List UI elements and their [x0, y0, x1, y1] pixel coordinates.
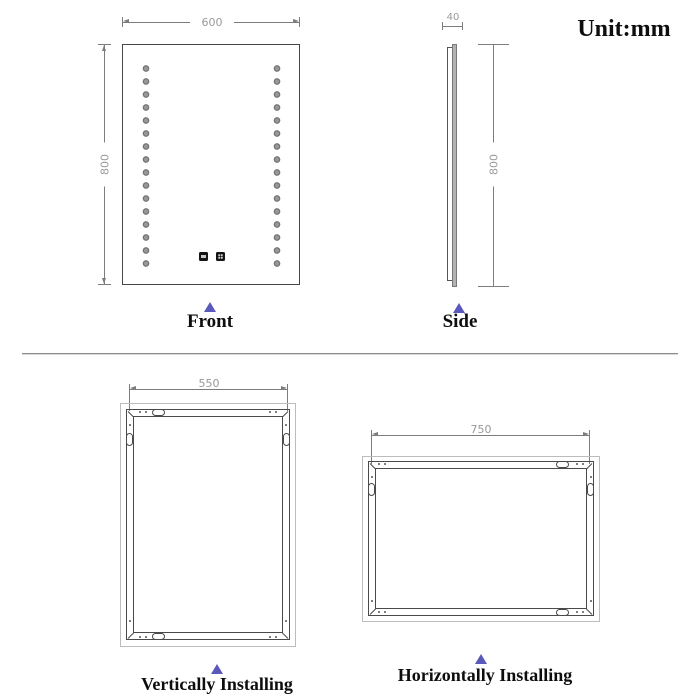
screw-hole-dot [576, 611, 578, 613]
dim-tick [122, 17, 123, 27]
mirror-side-glass-bar [452, 44, 457, 287]
screw-hole-dot [590, 476, 592, 478]
side-depth-dim-line [443, 26, 463, 27]
light-glyph-icon [218, 254, 223, 259]
horizontal-hole-spacing-dim-line [371, 435, 589, 436]
unit-label: Unit:mm [577, 16, 671, 42]
dim-tick [287, 384, 288, 411]
dim-arrow-icon [281, 386, 287, 390]
screw-hole-dot [582, 611, 584, 613]
screw-hole-dot [269, 411, 271, 413]
horizontal-hole-spacing-dim-label: 750 [459, 424, 503, 435]
front-height-dim-label: 800 [99, 142, 112, 187]
screw-hole-dot [384, 463, 386, 465]
vertical-install-label: Vertically Installing [141, 674, 293, 694]
screw-hole-dot [145, 411, 147, 413]
triangle-up-marker-icon [453, 303, 465, 313]
screw-hole-dot [145, 636, 147, 638]
dim-tick [129, 384, 130, 411]
dim-tick [299, 17, 300, 27]
screw-hole-dot [576, 463, 578, 465]
vertical-mount-frame-inner [133, 416, 283, 633]
dim-tick [98, 44, 111, 45]
mounting-slot-top [152, 409, 165, 416]
triangle-up-marker-icon [211, 664, 223, 674]
side-view-label: Side [442, 311, 478, 332]
horizontal-mount-frame-inner [375, 468, 587, 609]
horizontal-mount-frame-outer [368, 461, 594, 616]
dim-tick [589, 430, 590, 464]
defog-glyph-icon [201, 255, 206, 258]
dim-tick [98, 284, 111, 285]
triangle-up-marker-icon [204, 302, 216, 312]
mounting-keyhole-left [368, 483, 375, 496]
defog-touch-button-icon [199, 252, 208, 261]
dim-arrow-icon [583, 432, 589, 436]
led-column-left [142, 62, 150, 270]
section-divider-line [22, 353, 678, 355]
dim-tick [442, 22, 443, 30]
screw-hole-dot [371, 600, 373, 602]
dim-arrow-icon [102, 278, 106, 284]
led-column-right [273, 62, 281, 270]
screw-hole-dot [285, 424, 287, 426]
triangle-up-marker-icon [475, 654, 487, 664]
screw-hole-dot [269, 636, 271, 638]
dim-arrow-icon [372, 432, 378, 436]
mirror-front-outline [122, 44, 300, 285]
mounting-keyhole-left [126, 433, 133, 446]
vertical-mount-frame-outer [126, 409, 290, 640]
dim-arrow-icon [102, 45, 106, 51]
dim-tick [371, 430, 372, 464]
dim-tick [478, 44, 509, 45]
side-height-dim-label: 800 [488, 142, 501, 187]
mounting-keyhole-right [283, 433, 290, 446]
side-depth-dim-label: 40 [441, 12, 465, 23]
vertical-mirror-edge-outline [120, 403, 296, 647]
mounting-slot-bottom [152, 633, 165, 640]
screw-hole-dot [590, 600, 592, 602]
screw-hole-dot [582, 463, 584, 465]
screw-hole-dot [285, 620, 287, 622]
mounting-keyhole-right [587, 483, 594, 496]
dim-arrow-icon [293, 19, 299, 23]
front-width-dim-label: 600 [190, 17, 234, 28]
screw-hole-dot [139, 411, 141, 413]
vertical-hole-spacing-dim-line [129, 389, 287, 390]
horizontal-mirror-edge-outline [362, 456, 600, 622]
screw-hole-dot [378, 611, 380, 613]
screw-hole-dot [275, 636, 277, 638]
front-view-label: Front [186, 311, 234, 332]
dim-tick [462, 22, 463, 30]
dim-arrow-icon [130, 386, 136, 390]
screw-hole-dot [371, 476, 373, 478]
dim-tick [478, 286, 509, 287]
screw-hole-dot [129, 620, 131, 622]
mounting-slot-top [556, 461, 569, 468]
screw-hole-dot [139, 636, 141, 638]
screw-hole-dot [384, 611, 386, 613]
dim-arrow-icon [123, 19, 129, 23]
screw-hole-dot [275, 411, 277, 413]
screw-hole-dot [129, 424, 131, 426]
mounting-slot-bottom [556, 609, 569, 616]
screw-hole-dot [378, 463, 380, 465]
horizontal-install-label: Horizontally Installing [397, 665, 573, 685]
light-touch-button-icon [216, 252, 225, 261]
vertical-hole-spacing-dim-label: 550 [187, 378, 231, 389]
